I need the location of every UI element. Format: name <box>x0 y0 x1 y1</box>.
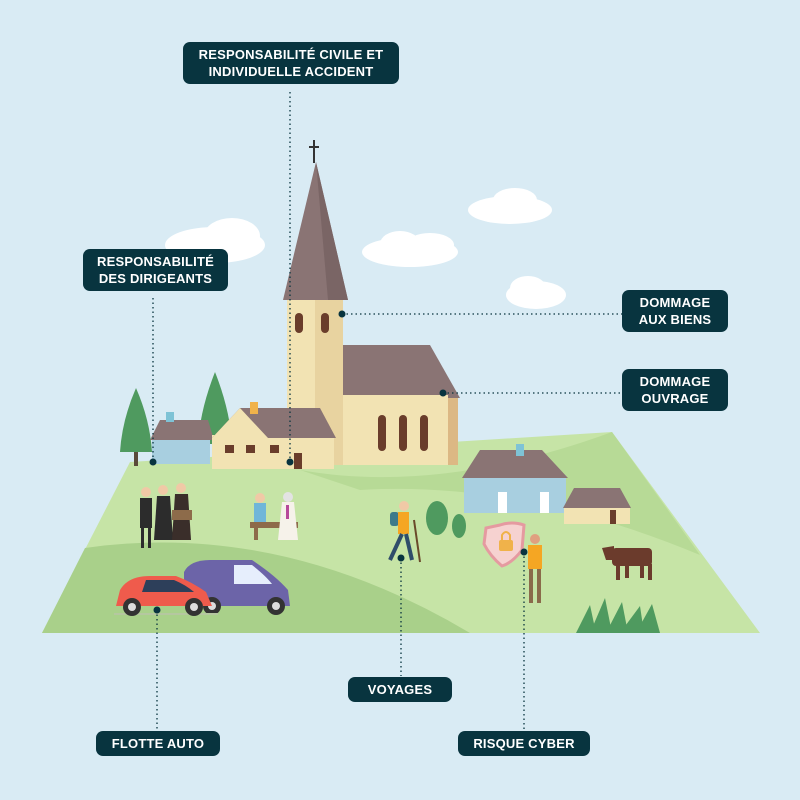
house-icon <box>462 444 568 513</box>
directors-people-icon <box>140 483 192 548</box>
dot-dirigeants <box>149 458 157 466</box>
hiker-icon <box>388 501 421 563</box>
cyber-shield-icon <box>482 521 526 568</box>
house-icon <box>150 412 214 464</box>
cloud-icon <box>468 188 552 224</box>
tree-icon <box>120 388 152 466</box>
label-rc-line1: RESPONSABILITÉ CIVILE ET <box>198 47 384 62</box>
label-voyages-text: VOYAGES <box>367 682 433 697</box>
dot-rc <box>286 458 294 466</box>
label-biens-line2: AUX BIENS <box>638 312 712 327</box>
car-icon <box>114 576 218 616</box>
dot-ouvrage <box>439 389 447 397</box>
cloud-icon <box>506 276 566 309</box>
label-ouvrage-line1: DOMMAGE <box>639 374 711 389</box>
label-voyages: VOYAGES <box>348 677 452 702</box>
cyber-person-icon <box>528 534 542 603</box>
label-cyber-text: RISQUE CYBER <box>473 736 575 751</box>
house-icon <box>212 402 336 469</box>
label-responsabilite-civile: RESPONSABILITÉ CIVILE ET INDIVIDUELLE AC… <box>183 42 399 84</box>
label-flotte-auto: FLOTTE AUTO <box>96 731 220 756</box>
connector-dots <box>149 310 528 614</box>
cow-icon <box>602 546 652 580</box>
dot-biens <box>338 310 346 318</box>
label-risque-cyber: RISQUE CYBER <box>458 731 590 756</box>
cloud-icon <box>362 231 458 267</box>
dot-flotte <box>153 606 161 614</box>
dot-voyages <box>397 554 405 562</box>
label-dommage-aux-biens: DOMMAGE AUX BIENS <box>622 290 728 332</box>
label-biens-line1: DOMMAGE <box>639 295 711 310</box>
label-ouvrage-line2: OUVRAGE <box>641 391 709 406</box>
grass-icon <box>576 598 660 633</box>
meeting-people-icon <box>250 492 298 540</box>
label-dommage-ouvrage: DOMMAGE OUVRAGE <box>622 369 728 411</box>
connector-lines <box>152 92 622 730</box>
house-icon <box>563 488 631 524</box>
bush-icon <box>452 514 466 538</box>
dot-cyber <box>520 548 528 556</box>
label-responsabilite-dirigeants: RESPONSABILITÉ DES DIRIGEANTS <box>83 249 228 291</box>
label-rc-line2: INDIVIDUELLE ACCIDENT <box>208 64 374 79</box>
label-flotte-text: FLOTTE AUTO <box>111 736 205 751</box>
label-dirigeants-line1: RESPONSABILITÉ <box>97 254 214 269</box>
bush-icon <box>426 501 448 535</box>
label-dirigeants-line2: DES DIRIGEANTS <box>98 271 213 286</box>
